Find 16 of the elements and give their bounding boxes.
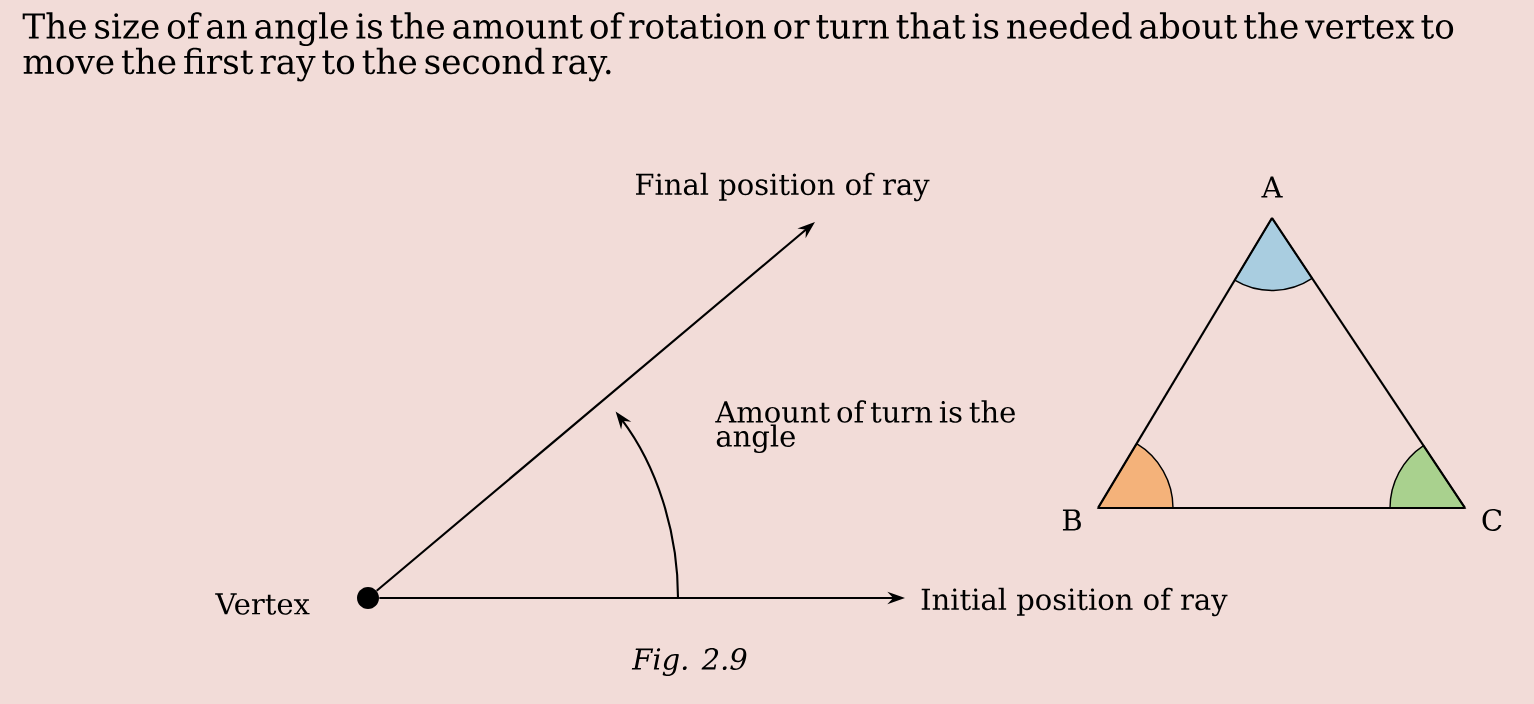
ray-label: Final position of ray (636, 172, 930, 202)
triangle-side (1097, 217, 1273, 509)
corner-label: A (1261, 176, 1283, 198)
vertex-dot (357, 587, 379, 609)
caption: Fig. 2.9 (631, 648, 747, 676)
angle-marker (1097, 443, 1174, 509)
angle-label: Amount of turn is the angle (715, 400, 1015, 454)
paragraph: The size of an angle is the amount of rotation or turn that is needed about the vertex to move the first ray to the second ray. (22, 12, 1454, 82)
triangle-side (1271, 217, 1466, 509)
ray-label: Initial position of ray (921, 587, 1228, 617)
corner-label: C (1482, 509, 1502, 531)
corner-label: B (1062, 509, 1081, 531)
angle-marker (1233, 217, 1313, 292)
triangle-side (1098, 506, 1465, 510)
angle-marker (1389, 444, 1466, 509)
vertex-label: Vertex (215, 593, 310, 615)
